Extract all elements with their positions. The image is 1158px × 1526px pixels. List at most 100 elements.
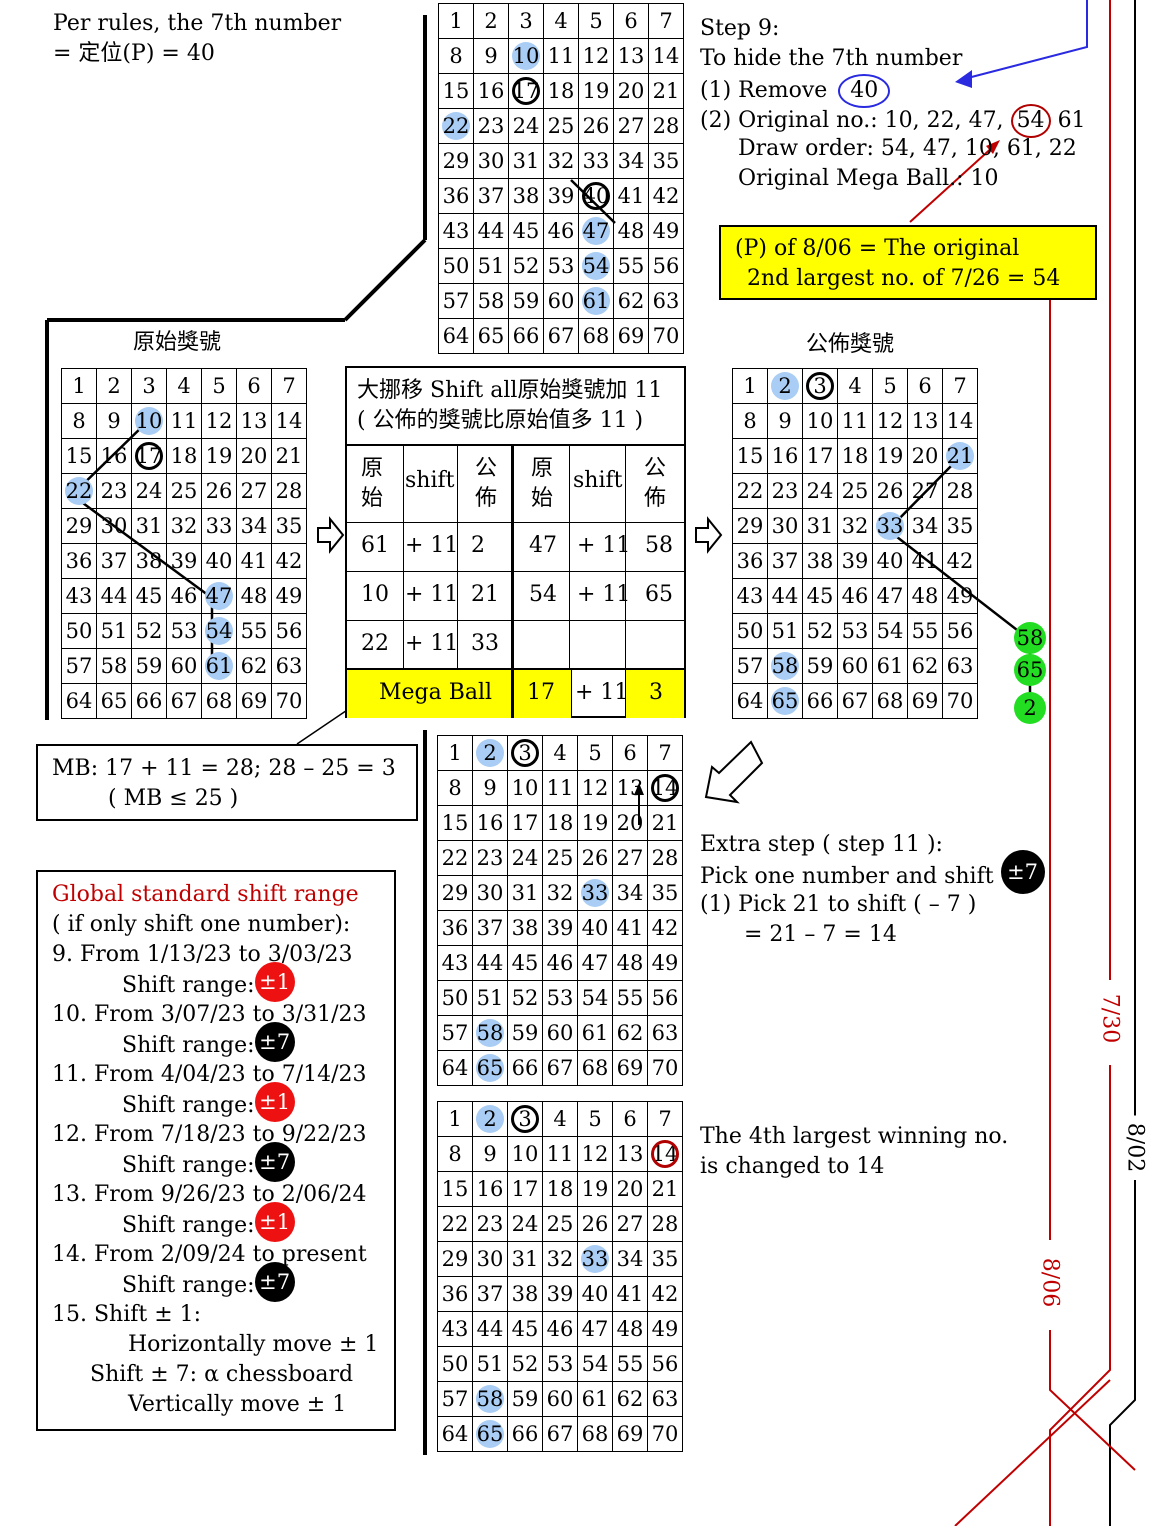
grid-number: 67 (170, 689, 198, 713)
grid-number: 69 (616, 1056, 644, 1080)
grid-number: 70 (275, 689, 303, 713)
grid-number: 37 (771, 549, 799, 573)
grid-cell-50: 50 (732, 613, 768, 649)
grid-cell-63: 63 (647, 1381, 683, 1417)
grid-number: 50 (441, 986, 469, 1010)
grid-cell-48: 48 (907, 578, 943, 614)
range-shift-label: Shift range: (122, 1093, 255, 1118)
grid-cell-51: 51 (473, 248, 509, 284)
grid-cell-20: 20 (613, 73, 649, 109)
grid-number: 12 (581, 1142, 609, 1166)
grid-number: 9 (484, 44, 498, 68)
grid-number: 4 (553, 741, 567, 765)
grid-cell-38: 38 (507, 1276, 543, 1312)
grid-cell-21: 21 (647, 1171, 683, 1207)
grid-number: 29 (441, 881, 469, 905)
grid-cell-43: 43 (437, 1311, 473, 1347)
global-range-rule2: Horizontally move ± 1 (128, 1332, 379, 1357)
grid-number: 5 (588, 1107, 602, 1131)
grid-cell-30: 30 (96, 508, 132, 544)
grid-cell-46: 46 (837, 578, 873, 614)
grid-number: 62 (240, 654, 268, 678)
grid-number: 6 (623, 1107, 637, 1131)
grid-cell-67: 67 (837, 683, 873, 719)
grid-cell-7: 7 (271, 368, 307, 404)
grid-cell-18: 18 (837, 438, 873, 474)
grid-number: 34 (616, 881, 644, 905)
grid-cell-23: 23 (472, 840, 508, 876)
grid-cell-9: 9 (96, 403, 132, 439)
grid-number: 54 (581, 1352, 609, 1376)
grid-cell-47: 47 (577, 945, 613, 981)
grid-cell-27: 27 (236, 473, 272, 509)
grid-cell-52: 52 (508, 248, 544, 284)
shift-cell: 10 (361, 582, 389, 607)
grid-cell-36: 36 (732, 543, 768, 579)
grid-number: 40 (876, 549, 904, 573)
grid-number: 29 (441, 1247, 469, 1271)
grid-cell-24: 24 (508, 108, 544, 144)
grid-number: 59 (806, 654, 834, 678)
grid-number: 21 (651, 811, 679, 835)
blue-dot-marker (205, 582, 233, 610)
grid-number: 38 (511, 1282, 539, 1306)
grid-number: 5 (589, 9, 603, 33)
grid-cell-49: 49 (647, 945, 683, 981)
grid-number: 57 (65, 654, 93, 678)
grid-number: 43 (65, 584, 93, 608)
grid-cell-29: 29 (732, 508, 768, 544)
grid-cell-34: 34 (613, 143, 649, 179)
grid-number: 21 (651, 1177, 679, 1201)
grid-cell-45: 45 (507, 1311, 543, 1347)
grid-number: 33 (581, 881, 609, 905)
global-range-rule1: 15. Shift ± 1: (52, 1302, 202, 1327)
grid-number: 3 (519, 9, 533, 33)
grid-number: 48 (911, 584, 939, 608)
grid-cell-40: 40 (872, 543, 908, 579)
grid-number: 19 (205, 444, 233, 468)
grid-cell-18: 18 (543, 73, 579, 109)
grid-cell-67: 67 (166, 683, 202, 719)
grid-cell-62: 62 (612, 1381, 648, 1417)
grid-cell-59: 59 (507, 1015, 543, 1051)
grid-number: 16 (100, 444, 128, 468)
grid-cell-33: 33 (872, 508, 908, 544)
blue-dot-marker (771, 372, 799, 400)
blue-dot-marker (771, 687, 799, 715)
grid-cell-23: 23 (767, 473, 803, 509)
grid-number: 15 (441, 1177, 469, 1201)
range-shift: Shift range:±7 (122, 1142, 295, 1182)
grid-number: 47 (581, 951, 609, 975)
grid-number: 29 (442, 149, 470, 173)
original-label: 原始獎號 (133, 330, 222, 355)
grid-cell-3: 3 (802, 368, 838, 404)
grid-number: 30 (100, 514, 128, 538)
grid-number: 63 (651, 1021, 679, 1045)
grid-number: 18 (841, 444, 869, 468)
grid-cell-5: 5 (201, 368, 237, 404)
grid-number: 11 (546, 1142, 574, 1166)
step9-original-tail: 61 (1057, 108, 1086, 133)
step9-title: Step 9: (700, 16, 780, 41)
ring-marker (806, 372, 834, 400)
grid-cell-17: 17 (507, 1171, 543, 1207)
shift-cell: 61 (361, 533, 389, 558)
grid-cell-65: 65 (472, 1416, 508, 1452)
grid-cell-24: 24 (131, 473, 167, 509)
extra-step-badge: ±7 (1000, 850, 1045, 894)
grid-cell-2: 2 (472, 735, 508, 771)
shift-cell: + 11 (577, 582, 631, 607)
grid-number: 30 (771, 514, 799, 538)
grid-number: 55 (911, 619, 939, 643)
ring-marker (511, 739, 539, 767)
grid-cell-41: 41 (236, 543, 272, 579)
grid-number: 3 (142, 374, 156, 398)
shift-cell: + 11 (405, 582, 459, 607)
grid-number: 42 (946, 549, 974, 573)
extra-step-line4: = 21 – 7 = 14 (744, 922, 897, 947)
grid-number: 58 (771, 654, 799, 678)
grid-number: 57 (736, 654, 764, 678)
range-shift: Shift range:±7 (122, 1022, 295, 1062)
